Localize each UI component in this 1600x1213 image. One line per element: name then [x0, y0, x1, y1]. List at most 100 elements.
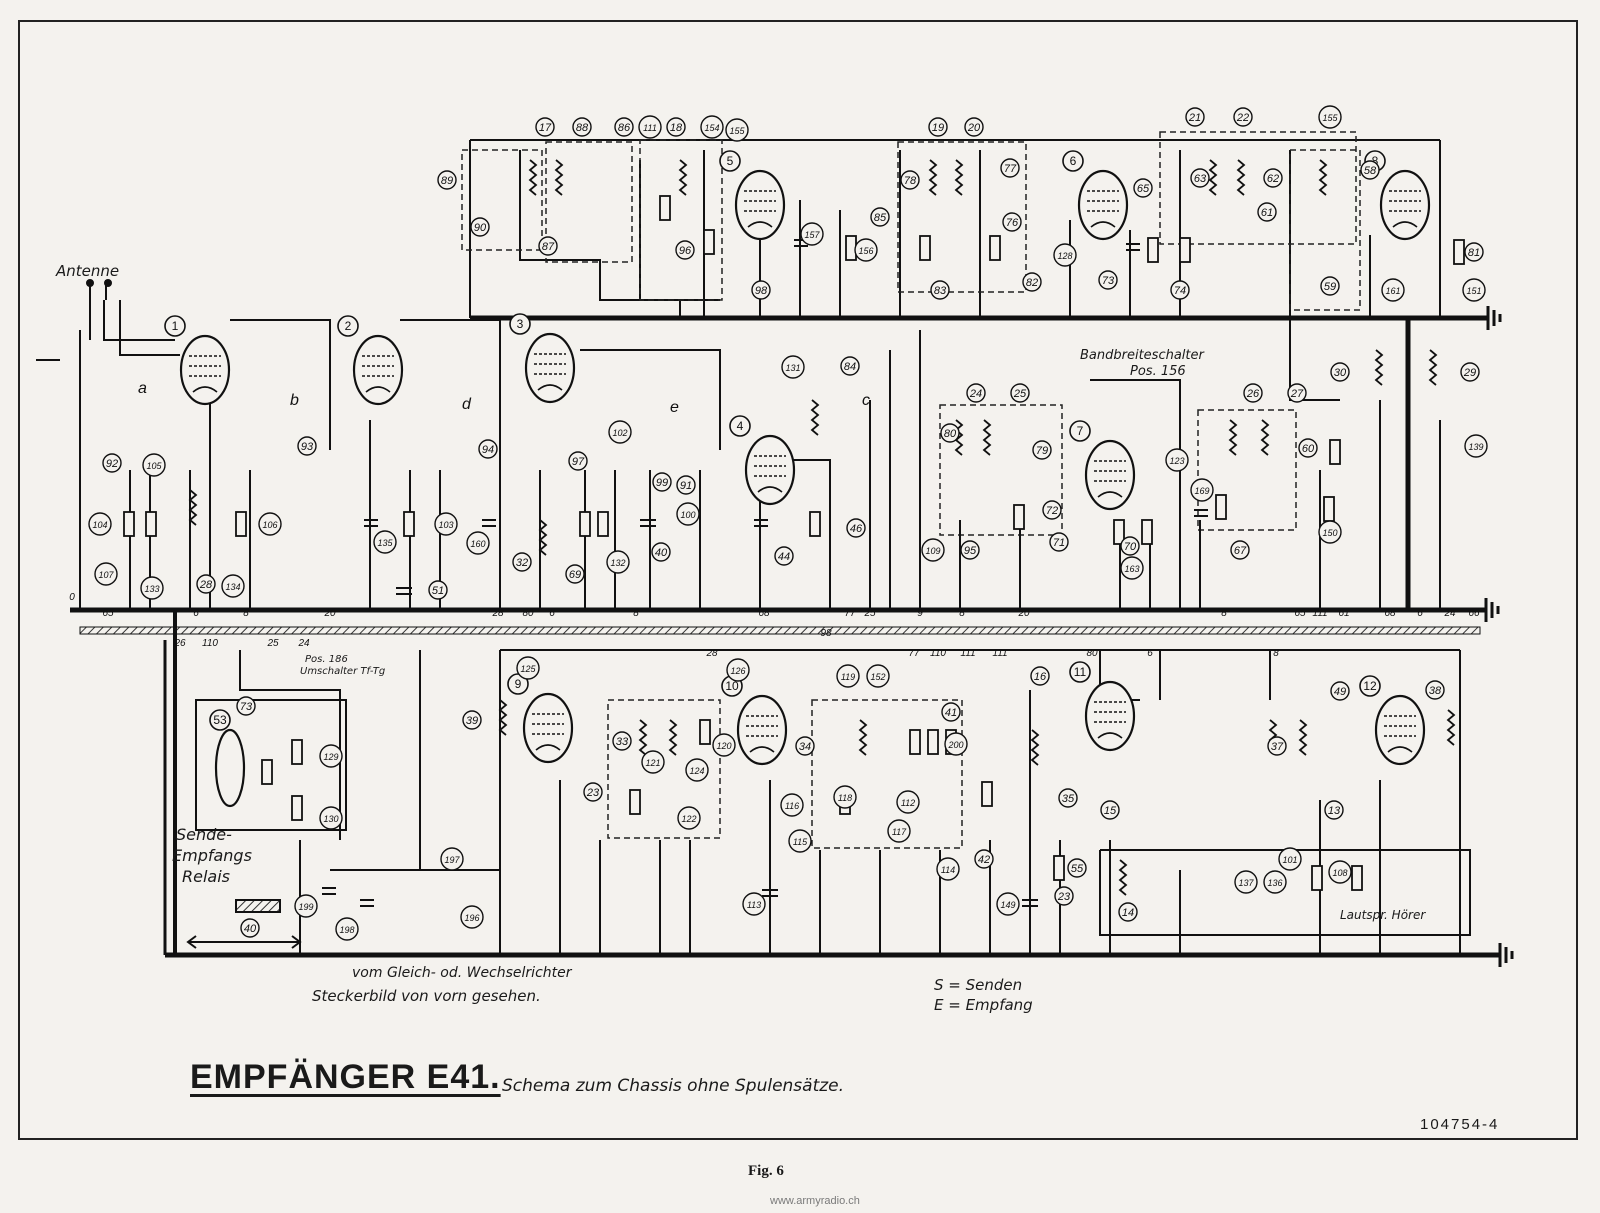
wire-number: 20: [323, 608, 336, 619]
svg-text:44: 44: [778, 551, 790, 563]
wire-number: 8: [1221, 608, 1227, 619]
wire-number: 6: [549, 608, 555, 619]
svg-text:120: 120: [716, 741, 731, 751]
svg-text:67: 67: [1234, 545, 1247, 557]
component-tag: 152: [866, 664, 890, 688]
component-tag: 136: [1263, 870, 1287, 894]
component-tag: 16: [1030, 666, 1050, 686]
svg-text:37: 37: [1271, 741, 1284, 753]
svg-text:d: d: [462, 396, 472, 413]
svg-text:117: 117: [892, 827, 907, 837]
drawing-subtitle: Schema zum Chassis ohne Spulensätze.: [502, 1076, 845, 1096]
component-tag: 74: [1170, 280, 1190, 300]
component-tag: 88: [572, 117, 592, 137]
wire-number: 110: [202, 638, 218, 649]
component-tag: 112: [896, 790, 920, 814]
component-tag: 84: [840, 356, 860, 376]
svg-text:51: 51: [432, 585, 444, 597]
wire-number: 80: [1086, 648, 1098, 659]
svg-text:163: 163: [1124, 564, 1139, 574]
mode-receive-legend: E = Empfang: [934, 996, 1033, 1014]
component-tag: 58: [1360, 160, 1380, 180]
tube-11: 11: [1069, 661, 1136, 752]
component-tag: 118: [833, 785, 857, 809]
tube-number: 11: [1074, 665, 1087, 679]
component-tag: 96: [675, 240, 695, 260]
af-wiring: [195, 649, 1471, 955]
component-tag: 93: [297, 436, 317, 456]
svg-text:69: 69: [569, 569, 581, 581]
svg-text:108: 108: [1332, 868, 1347, 878]
bandwidth-switch-position: Pos. 156: [1130, 364, 1186, 379]
svg-text:109: 109: [925, 546, 940, 556]
svg-text:81: 81: [1468, 247, 1480, 259]
svg-text:103: 103: [438, 520, 453, 530]
svg-text:73: 73: [1102, 275, 1115, 287]
component-tag: 32: [512, 552, 532, 572]
svg-text:78: 78: [904, 175, 917, 187]
tube-2: 2: [337, 315, 404, 406]
svg-text:112: 112: [901, 798, 915, 808]
component-tag: 151: [1462, 278, 1486, 302]
svg-text:114: 114: [941, 865, 955, 875]
svg-text:83: 83: [934, 285, 947, 297]
component-tag: 89: [437, 170, 457, 190]
component-tag: 114: [936, 857, 960, 881]
component-tag: 35: [1058, 788, 1078, 808]
component-tag: 15: [1100, 800, 1120, 820]
svg-text:157: 157: [804, 230, 820, 240]
component-tag: 105: [142, 453, 166, 477]
component-tag: 40: [651, 542, 671, 562]
svg-text:96: 96: [679, 245, 692, 257]
svg-text:23: 23: [586, 787, 600, 799]
svg-text:198: 198: [339, 925, 354, 935]
svg-text:77: 77: [1004, 163, 1017, 175]
component-tag: 109: [921, 538, 945, 562]
svg-text:71: 71: [1053, 537, 1065, 549]
svg-text:119: 119: [841, 672, 855, 682]
drawing-frame: [18, 20, 1578, 1140]
tube-number: 3: [517, 317, 524, 331]
svg-text:123: 123: [1169, 456, 1184, 466]
component-tag: 132: [606, 550, 630, 574]
component-tag: 161: [1381, 278, 1405, 302]
svg-text:41: 41: [945, 707, 957, 719]
svg-text:139: 139: [1468, 442, 1483, 452]
component-tag: 113: [742, 892, 766, 916]
capacitor-bank: [322, 239, 1208, 907]
svg-text:126: 126: [730, 666, 745, 676]
wire-number: 77: [908, 648, 920, 659]
supply-note-line2: Steckerbild von vorn gesehen.: [312, 987, 541, 1005]
svg-text:65: 65: [1137, 183, 1150, 195]
tube-number: 8: [1372, 154, 1379, 168]
svg-text:82: 82: [1026, 277, 1038, 289]
drawing-title: EMPFÄNGER E41.: [190, 1058, 501, 1096]
svg-text:86: 86: [618, 122, 631, 134]
component-tag: 137: [1234, 870, 1258, 894]
component-tag: 23: [1054, 886, 1074, 906]
component-tag: 14: [1118, 902, 1138, 922]
component-tag: 117: [887, 819, 911, 843]
coil-bank: [188, 159, 1456, 896]
svg-text:63: 63: [1194, 173, 1207, 185]
wire-number: 68: [758, 608, 770, 619]
svg-text:62: 62: [1267, 173, 1279, 185]
svg-text:149: 149: [1000, 900, 1015, 910]
component-tag: 87: [538, 236, 558, 256]
component-tag: 42: [974, 849, 994, 869]
svg-text:a: a: [138, 380, 147, 397]
component-tag: 134: [221, 574, 245, 598]
component-tag: 130: [319, 806, 343, 830]
svg-text:79: 79: [1036, 445, 1048, 457]
component-tag: 160: [466, 531, 490, 555]
tube-number: 53: [213, 713, 227, 727]
component-tag: 18: [666, 117, 686, 137]
svg-text:61: 61: [1261, 207, 1273, 219]
wire-number: 25: [266, 638, 279, 649]
shield-boxes: [461, 131, 1361, 849]
component-tag: 197: [440, 847, 464, 871]
tube-number: 2: [345, 319, 352, 333]
component-tag: 99: [652, 472, 672, 492]
svg-text:200: 200: [947, 740, 963, 750]
